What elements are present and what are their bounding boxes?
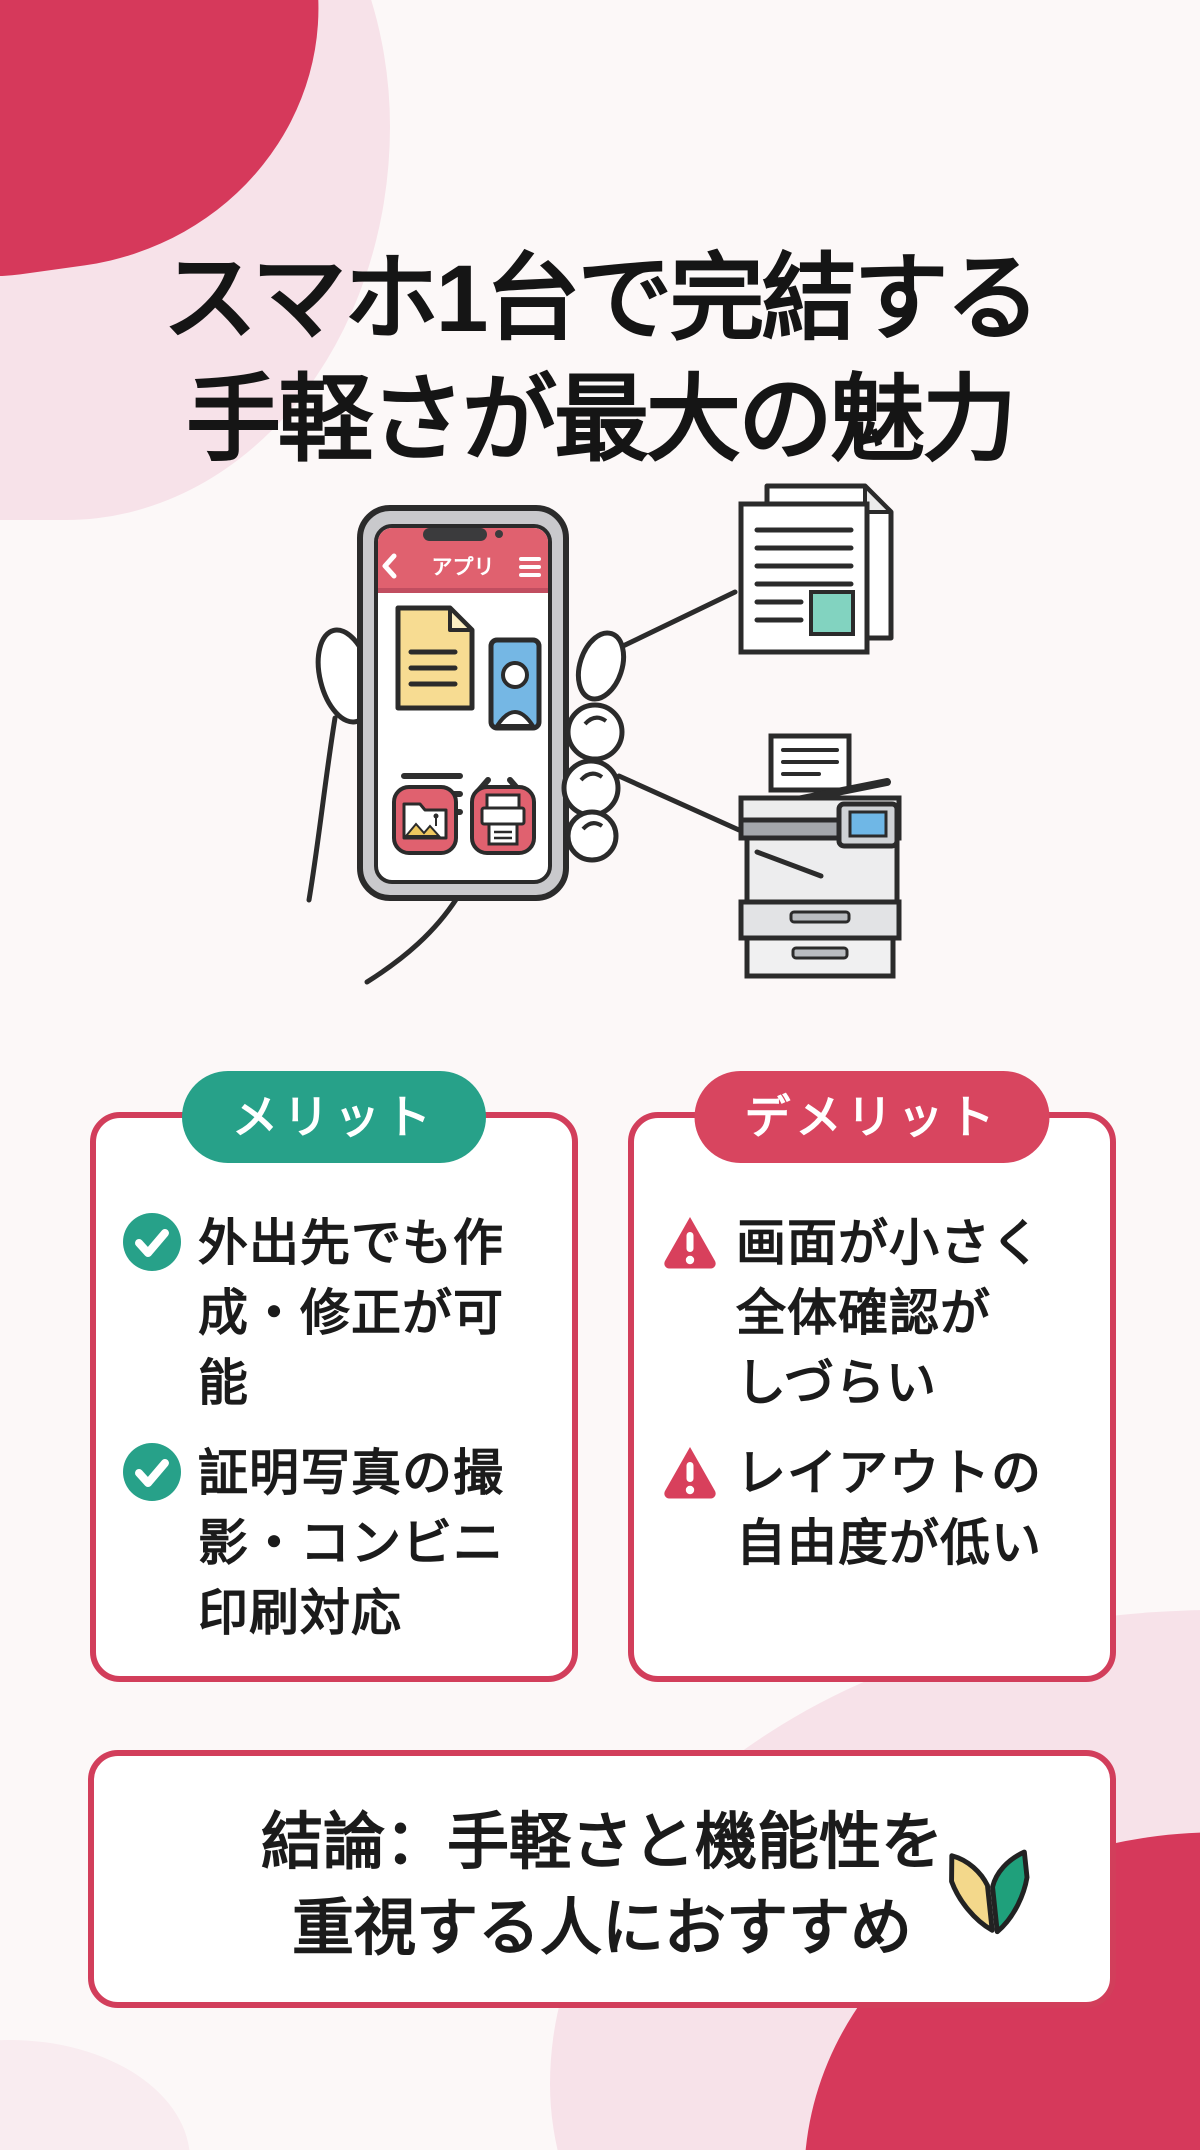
- id-photo-icon: [488, 637, 542, 731]
- list-item: 外出先でも作 成・修正が可 能: [120, 1208, 558, 1418]
- smartphone-illustration: アプリ: [306, 483, 902, 985]
- merit-box: メリット 外出先でも作 成・修正が可 能 証明写真の撮: [90, 1071, 578, 1682]
- demerit-item2-line2: 自由度が低い: [736, 1515, 1042, 1571]
- demerit-item1-line2: 全体確認が: [736, 1285, 991, 1341]
- merit-item-text: 証明写真の撮 影・コンビニ 印刷対応: [198, 1438, 504, 1648]
- demerit-item2-line1: レイアウトの: [736, 1445, 1042, 1501]
- conclusion-text: 結論：手軽さと機能性を 重視する人におすすめ: [94, 1756, 1110, 1972]
- back-chevron-icon: [382, 553, 397, 579]
- bottom-left-pink-blob: [0, 2040, 190, 2150]
- conclusion-line2: 重視する人におすすめ: [291, 1894, 912, 1963]
- merit-item-text: 外出先でも作 成・修正が可 能: [198, 1208, 504, 1418]
- phone-notch: [423, 528, 487, 541]
- demerit-item1-line3: しづらい: [736, 1355, 937, 1411]
- image-button: [392, 785, 458, 855]
- demerit-item-text: 画面が小さく 全体確認が しづらい: [736, 1208, 1042, 1418]
- check-circle-icon: [123, 1213, 181, 1271]
- page-title: スマホ1台で完結する 手軽さが最大の魅力: [0, 239, 1200, 481]
- demerit-box: デメリット 画面が小さく 全体確認が しづらい: [628, 1071, 1116, 1682]
- document-icon: [395, 605, 475, 711]
- page-title-line2: 手軽さが最大の魅力: [185, 366, 1017, 473]
- list-item: レイアウトの 自由度が低い: [658, 1438, 1096, 1578]
- list-item: 証明写真の撮 影・コンビニ 印刷対応: [120, 1438, 558, 1648]
- merit-item1-line1: 外出先でも作: [198, 1215, 504, 1271]
- warning-triangle-icon: [664, 1217, 716, 1269]
- merit-badge: メリット: [182, 1071, 486, 1163]
- fingers: [561, 630, 627, 863]
- documents-stack: [738, 483, 894, 655]
- print-button: [470, 785, 536, 855]
- hamburger-menu-icon: [519, 557, 541, 577]
- merit-item2-line3: 印刷対応: [198, 1585, 402, 1641]
- conclusion-line1: 結論：手軽さと機能性を: [260, 1808, 943, 1877]
- page-title-line1: スマホ1台で完結する: [162, 245, 1041, 352]
- merit-item2-line1: 証明写真の撮: [198, 1445, 504, 1501]
- smartphone: アプリ: [357, 505, 569, 901]
- conclusion-box: 結論：手軽さと機能性を 重視する人におすすめ: [88, 1750, 1116, 2008]
- demerit-item-text: レイアウトの 自由度が低い: [736, 1438, 1042, 1578]
- beginner-mark-icon: [949, 1849, 1030, 1935]
- app-title-label: アプリ: [432, 556, 495, 579]
- demerit-items: 画面が小さく 全体確認が しづらい レイアウトの 自由度が低い: [634, 1118, 1110, 1578]
- demerit-badge: デメリット: [694, 1071, 1050, 1163]
- demerit-item1-line1: 画面が小さく: [736, 1215, 1042, 1271]
- merit-item1-line2: 成・修正が可: [198, 1285, 504, 1341]
- merit-item2-line2: 影・コンビニ: [198, 1515, 504, 1571]
- phone-camera-dot: [495, 530, 503, 538]
- connector-line-documents: [620, 589, 738, 649]
- connector-line-printer: [616, 773, 742, 833]
- merit-items: 外出先でも作 成・修正が可 能 証明写真の撮 影・コンビニ 印刷対応: [96, 1118, 572, 1648]
- printer-screen: [848, 810, 888, 838]
- warning-triangle-icon: [664, 1447, 716, 1499]
- check-circle-icon: [123, 1443, 181, 1501]
- merit-item1-line3: 能: [198, 1355, 249, 1411]
- list-item: 画面が小さく 全体確認が しづらい: [658, 1208, 1096, 1418]
- printer-copier: [738, 733, 902, 979]
